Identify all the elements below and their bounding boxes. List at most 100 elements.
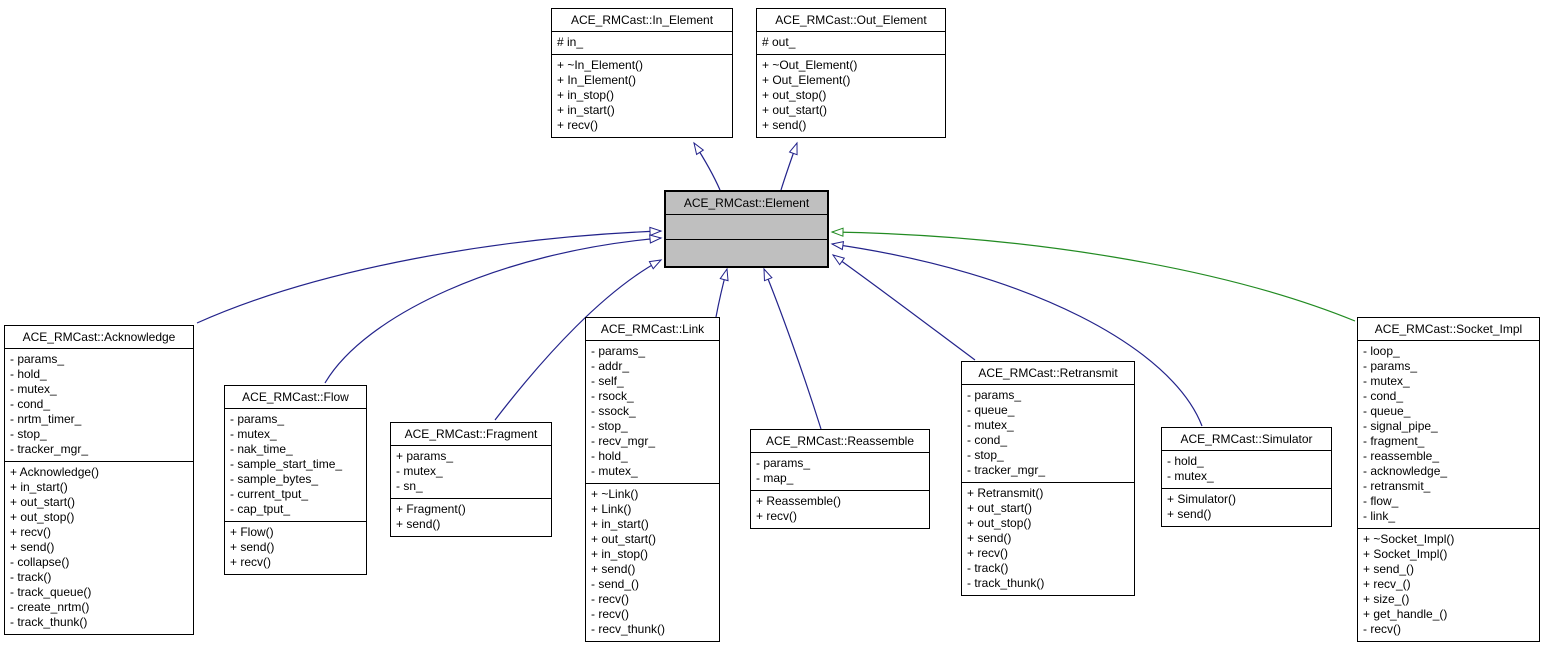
class-title: ACE_RMCast::Out_Element <box>775 13 927 27</box>
class-methods: + Simulator()+ send() <box>1162 488 1331 526</box>
member-row: - sample_bytes_ <box>230 472 319 486</box>
member-row: + ~In_Element() <box>557 58 644 72</box>
member-row: - create_nrtm() <box>10 600 90 614</box>
edge-fragment-to-element <box>494 259 663 421</box>
class-title: ACE_RMCast::Flow <box>242 390 349 404</box>
member-row: - addr_ <box>591 359 630 373</box>
member-row: - cond_ <box>967 433 1008 447</box>
member-row: - track_queue() <box>10 585 92 599</box>
member-row: - track_thunk() <box>10 615 88 629</box>
class-title: ACE_RMCast::Element <box>683 196 810 210</box>
member-row: - track() <box>967 561 1009 575</box>
class-attributes: - params_- queue_- mutex_- cond_- stop_-… <box>962 384 1134 482</box>
class-methods: + ~Out_Element()+ Out_Element()+ out_sto… <box>757 54 945 137</box>
member-row: + size_() <box>1363 592 1410 606</box>
member-row: + out_stop() <box>762 88 827 102</box>
class-box-out-element[interactable]: ACE_RMCast::Out_Element # out_ + ~Out_El… <box>756 8 946 138</box>
member-row: + out_start() <box>591 532 657 546</box>
member-row: + Socket_Impl() <box>1363 547 1448 561</box>
class-box-socket-impl[interactable]: ACE_RMCast::Socket_Impl - loop_- params_… <box>1357 317 1540 642</box>
class-attributes: # out_ <box>757 31 945 54</box>
class-attributes: - params_- addr_- self_- rsock_- ssock_-… <box>586 340 719 483</box>
member-row: - recv() <box>591 607 629 621</box>
class-box-link[interactable]: ACE_RMCast::Link - params_- addr_- self_… <box>585 317 720 642</box>
class-methods: + Retransmit()+ out_start()+ out_stop()+… <box>962 482 1134 595</box>
class-box-flow[interactable]: ACE_RMCast::Flow - params_- mutex_- nak_… <box>224 385 367 575</box>
member-row: + recv_() <box>1363 577 1411 591</box>
member-row: + ~Socket_Impl() <box>1363 532 1455 546</box>
member-row: - queue_ <box>967 403 1015 417</box>
member-row: - stop_ <box>967 448 1004 462</box>
class-attributes: - hold_- mutex_ <box>1162 450 1331 488</box>
edge-retransmit-to-element <box>831 254 976 361</box>
class-title: ACE_RMCast::Fragment <box>404 427 538 441</box>
edge-reassemble-to-element <box>763 267 822 430</box>
member-row: - self_ <box>591 374 624 388</box>
class-box-element: ACE_RMCast::Element <box>664 190 829 268</box>
edge-acknowledge-to-element <box>196 226 663 324</box>
member-row: - cond_ <box>10 397 51 411</box>
member-row: + ~Link() <box>591 487 639 501</box>
member-row: + In_Element() <box>557 73 637 87</box>
class-attributes: - params_- hold_- mutex_- cond_- nrtm_ti… <box>5 348 193 461</box>
member-row: - track() <box>10 570 52 584</box>
member-row: - params_ <box>967 388 1022 402</box>
class-attributes <box>666 214 827 239</box>
member-row: - retransmit_ <box>1363 479 1431 493</box>
member-row: - mutex_ <box>10 382 57 396</box>
member-row: + Out_Element() <box>762 73 851 87</box>
class-methods: + ~Socket_Impl()+ Socket_Impl()+ send_()… <box>1358 528 1539 641</box>
member-row: + send() <box>10 540 55 554</box>
class-methods: + ~In_Element()+ In_Element()+ in_stop()… <box>552 54 732 137</box>
class-methods: + Reassemble()+ recv() <box>751 490 929 528</box>
class-attributes: # in_ <box>552 31 732 54</box>
member-row: + recv() <box>756 509 798 523</box>
class-box-reassemble[interactable]: ACE_RMCast::Reassemble - params_- map_ +… <box>750 429 930 529</box>
member-row: - mutex_ <box>396 464 443 478</box>
class-attributes: - loop_- params_- mutex_- cond_- queue_-… <box>1358 340 1539 528</box>
edge-socket-impl-to-element <box>830 227 1356 322</box>
class-title: ACE_RMCast::In_Element <box>570 13 714 27</box>
member-row: - send_() <box>591 577 640 591</box>
member-row: + ~Out_Element() <box>762 58 858 72</box>
member-row: - fragment_ <box>1363 434 1425 448</box>
member-row: + Acknowledge() <box>10 465 100 479</box>
member-row: - sn_ <box>396 479 423 493</box>
member-row: - tracker_mgr_ <box>10 442 89 456</box>
member-row: # in_ <box>557 35 584 49</box>
class-box-in-element[interactable]: ACE_RMCast::In_Element # in_ + ~In_Eleme… <box>551 8 733 138</box>
member-row: - queue_ <box>1363 404 1411 418</box>
class-attributes: - params_- map_ <box>751 452 929 490</box>
class-attributes: + params_- mutex_- sn_ <box>391 445 551 498</box>
member-row: - recv() <box>1363 622 1401 636</box>
class-box-fragment[interactable]: ACE_RMCast::Fragment + params_- mutex_- … <box>390 422 552 537</box>
member-row: - cond_ <box>1363 389 1404 403</box>
member-row: - ssock_ <box>591 404 636 418</box>
member-row: - sample_start_time_ <box>230 457 343 471</box>
member-row: - cap_tput_ <box>230 502 291 516</box>
member-row: - flow_ <box>1363 494 1399 508</box>
member-row: - recv_thunk() <box>591 622 666 636</box>
member-row: + send() <box>396 517 441 531</box>
member-row: - collapse() <box>10 555 70 569</box>
class-attributes: - params_- mutex_- nak_time_- sample_sta… <box>225 408 366 521</box>
member-row: - recv() <box>591 592 629 606</box>
member-row: - params_ <box>591 344 646 358</box>
member-row: + in_start() <box>557 103 615 117</box>
class-methods: + Fragment()+ send() <box>391 498 551 536</box>
class-box-retransmit[interactable]: ACE_RMCast::Retransmit - params_- queue_… <box>961 361 1135 596</box>
class-box-simulator[interactable]: ACE_RMCast::Simulator - hold_- mutex_ + … <box>1161 427 1332 527</box>
member-row: + send() <box>591 562 636 576</box>
member-row: - hold_ <box>591 449 628 463</box>
member-row: - mutex_ <box>230 427 277 441</box>
class-box-acknowledge[interactable]: ACE_RMCast::Acknowledge - params_- hold_… <box>4 325 194 635</box>
class-title: ACE_RMCast::Socket_Impl <box>1374 322 1523 336</box>
member-row: + Reassemble() <box>756 494 842 508</box>
class-methods: + Acknowledge()+ in_start()+ out_start()… <box>5 461 193 634</box>
member-row: + send() <box>230 540 275 554</box>
member-row: + send_() <box>1363 562 1415 576</box>
edge-element-to-out-element <box>780 141 798 191</box>
member-row: - stop_ <box>591 419 628 433</box>
